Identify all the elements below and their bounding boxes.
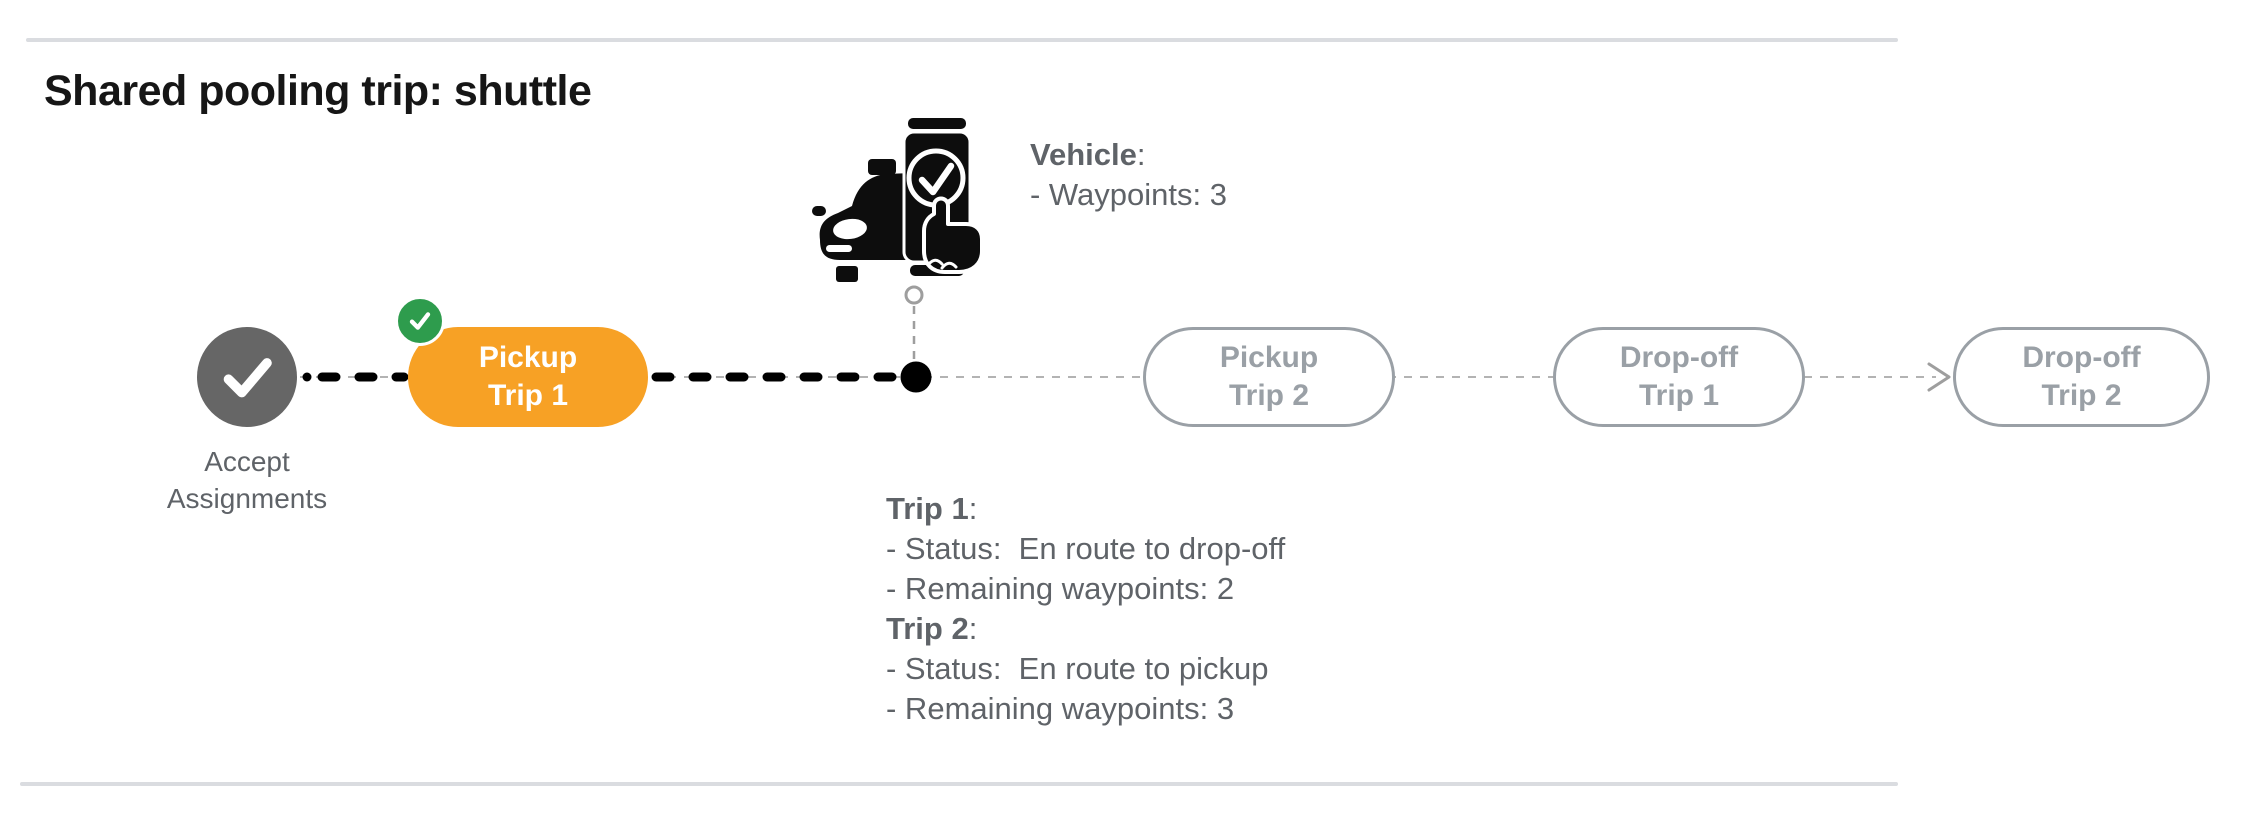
vehicle-info: Vehicle: - Waypoints: 3 bbox=[1030, 135, 1227, 215]
completed-badge bbox=[395, 296, 445, 346]
node-dropoff-trip-2: Drop-off Trip 2 bbox=[1953, 327, 2210, 427]
check-icon bbox=[409, 312, 431, 330]
node-accept-assignments bbox=[197, 327, 297, 427]
trip-info-line: - Status: En route to pickup bbox=[886, 651, 1269, 686]
trip-info-line: - Remaining waypoints: 2 bbox=[886, 571, 1235, 606]
trip-info-heading: Trip 1: bbox=[886, 491, 978, 526]
stop-label-line: Trip 2 bbox=[1228, 379, 1310, 412]
label-line: Accept bbox=[204, 446, 290, 477]
vehicle-anchor-circle bbox=[904, 285, 924, 305]
stop-label-line: Drop-off bbox=[1619, 341, 1739, 374]
stop-label-line: Pickup bbox=[1219, 341, 1319, 374]
check-icon bbox=[223, 358, 272, 398]
route-arrowhead-icon bbox=[1927, 362, 1951, 392]
trip-info-line: - Remaining waypoints: 3 bbox=[886, 691, 1235, 726]
trip-info-line: - Status: En route to drop-off bbox=[886, 531, 1286, 566]
bottom-divider bbox=[20, 782, 1898, 786]
stop-label-line: Trip 1 bbox=[1638, 379, 1720, 412]
stop-label-line: Pickup bbox=[478, 341, 578, 374]
trip-info: Trip 1: - Status: En route to drop-off -… bbox=[886, 489, 1285, 729]
node-accept-assignments-label: Accept Assignments bbox=[107, 443, 387, 517]
top-divider bbox=[26, 38, 1898, 42]
label-line: Assignments bbox=[166, 483, 328, 514]
stop-label-line: Trip 1 bbox=[487, 379, 569, 412]
node-dropoff-trip-1: Drop-off Trip 1 bbox=[1553, 327, 1805, 427]
node-pickup-trip-1: Pickup Trip 1 bbox=[408, 327, 648, 427]
vehicle-phone-confirm-icon bbox=[812, 118, 984, 282]
current-position-dot bbox=[900, 361, 932, 393]
vehicle-info-heading: Vehicle: bbox=[1030, 137, 1146, 172]
node-pickup-trip-2: Pickup Trip 2 bbox=[1143, 327, 1395, 427]
vehicle-info-line: - Waypoints: 3 bbox=[1030, 177, 1227, 212]
stop-label-line: Drop-off bbox=[2022, 341, 2141, 374]
stop-label-line: Trip 2 bbox=[2041, 379, 2122, 412]
diagram-title: Shared pooling trip: shuttle bbox=[44, 67, 592, 115]
trip-info-heading: Trip 2: bbox=[886, 611, 978, 646]
progress-start-dot bbox=[302, 372, 312, 382]
